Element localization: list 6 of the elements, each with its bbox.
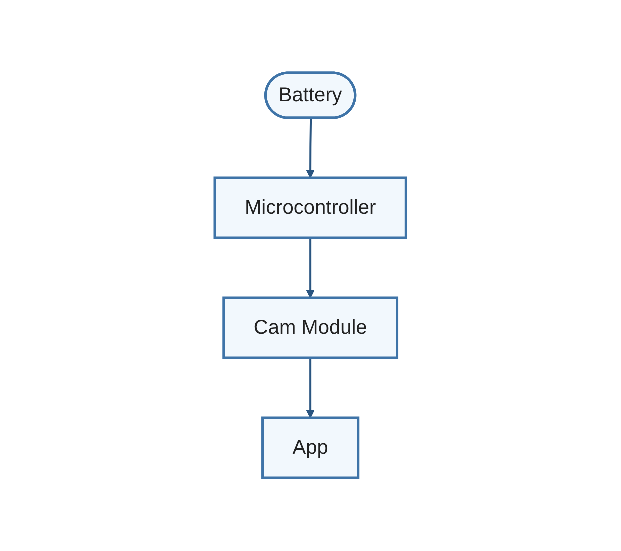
arrow	[306, 358, 315, 418]
arrow	[306, 118, 315, 178]
node-box: Cam Module	[222, 296, 398, 360]
node-box: Microcontroller	[214, 176, 408, 240]
arrow	[306, 238, 315, 298]
node-box: App	[261, 416, 360, 480]
